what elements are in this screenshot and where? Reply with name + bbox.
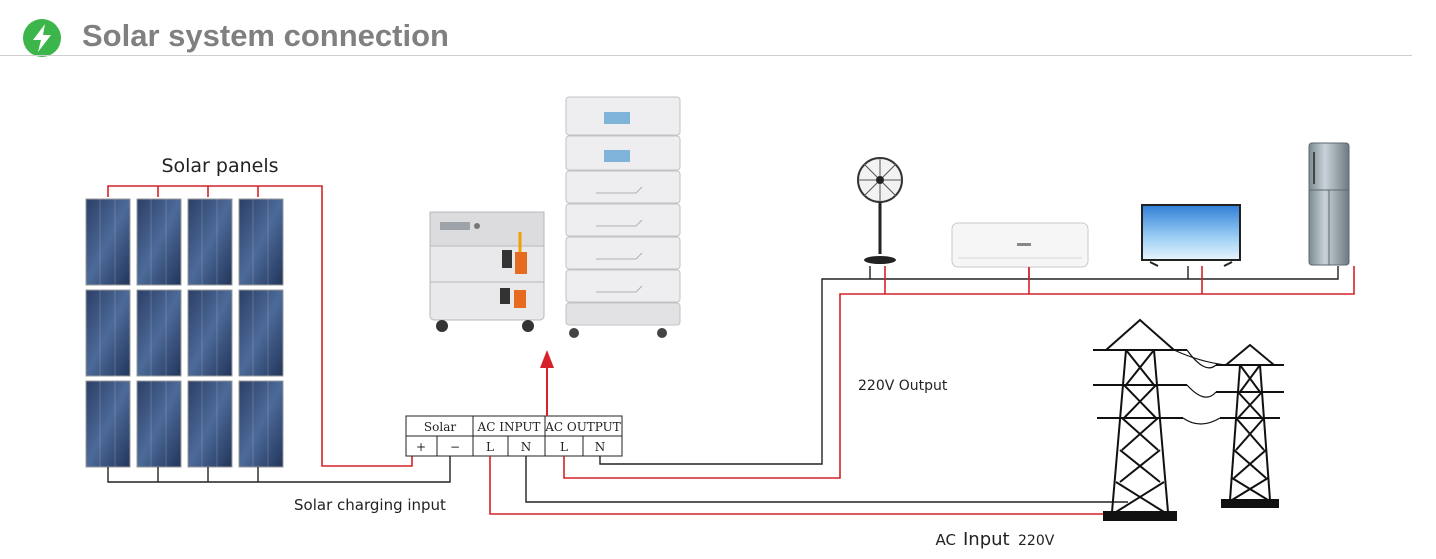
solar-panel [187, 380, 233, 468]
ac-output-wiring [563, 266, 1355, 479]
solar-panel [238, 198, 284, 286]
lightning-bolt-icon [23, 19, 61, 57]
ac-input-prefix: AC [936, 531, 956, 549]
solar-panel [238, 289, 284, 377]
ac-input-wiring [489, 456, 1128, 515]
panel-bottom-wiring [107, 446, 451, 483]
solar-panel [136, 198, 182, 286]
terminal-group-ac-output: AC OUTPUT [544, 420, 621, 434]
terminal-block [405, 415, 623, 457]
terminal-ac-input-l: L [486, 440, 494, 454]
power-tower-icon [1093, 318, 1284, 521]
tv-icon [1141, 204, 1241, 267]
page-header: Solar system connection [0, 0, 1436, 60]
arrow-up-icon [540, 350, 554, 416]
refrigerator-icon [1308, 142, 1350, 266]
solar-panel-array [85, 198, 284, 468]
solar-panel [187, 198, 233, 286]
solar-panels-label: Solar panels [161, 155, 278, 177]
terminal-ac-output-l: L [560, 440, 568, 454]
solar-panel [187, 289, 233, 377]
solar-charging-input-label: Solar charging input [294, 496, 446, 514]
terminal-ac-input-n: N [521, 440, 532, 454]
fan-icon [857, 157, 903, 264]
terminal-group-ac-input: AC INPUT [477, 420, 541, 434]
air-conditioner-icon [951, 222, 1089, 268]
terminal-solar-positive: + [416, 440, 426, 454]
solar-panel [136, 380, 182, 468]
solar-panel [85, 380, 131, 468]
ac-input-word: Input [963, 529, 1010, 550]
terminal-ac-output-n: N [595, 440, 606, 454]
panel-top-wiring [107, 185, 413, 467]
title-divider [0, 55, 1412, 56]
output-220v-label: 220V Output [858, 378, 948, 394]
battery-stack-icon [565, 96, 681, 338]
solar-panel [238, 380, 284, 468]
solar-panel [136, 289, 182, 377]
ac-input-voltage: 220V [1018, 533, 1055, 549]
battery-module-icon [429, 211, 545, 332]
terminal-solar-negative: − [450, 440, 460, 454]
solar-panel [85, 289, 131, 377]
terminal-group-solar: Solar [424, 420, 456, 434]
solar-panel [85, 198, 131, 286]
page-title: Solar system connection [82, 18, 449, 53]
